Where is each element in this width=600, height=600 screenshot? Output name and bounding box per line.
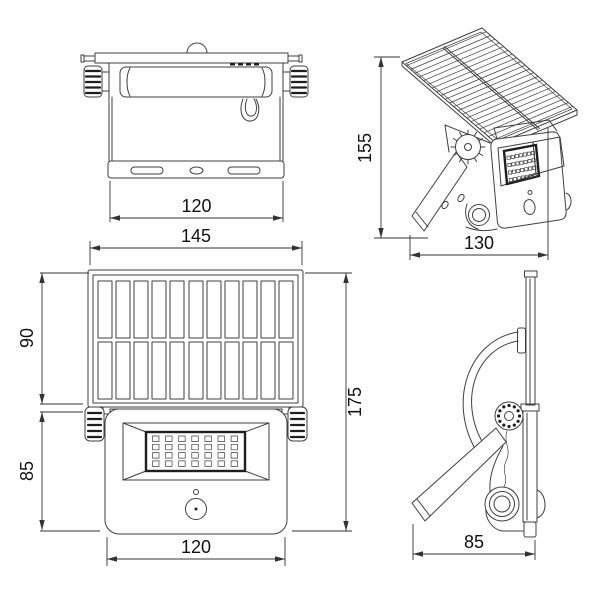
dimension-label-front-total-height: 175 bbox=[345, 387, 365, 417]
led-reflector bbox=[122, 422, 270, 481]
perspective-view: 155 130 bbox=[355, 27, 578, 260]
dimension-label-front-body-width: 120 bbox=[181, 537, 211, 557]
pivot-boss bbox=[484, 486, 520, 522]
mount-slot-right bbox=[227, 166, 261, 175]
panel-thickness bbox=[401, 61, 578, 150]
panel-mid-divider bbox=[442, 46, 540, 131]
right-adjustment-knob bbox=[287, 406, 308, 442]
dimension-label-front-panel-width: 145 bbox=[181, 226, 211, 246]
dimension-label-side-depth: 85 bbox=[464, 532, 484, 552]
dimension-perspective-depth: 130 bbox=[409, 128, 549, 260]
left-adjustment-knob bbox=[84, 406, 105, 442]
bracket-slot bbox=[457, 193, 465, 203]
dimension-label-top-bracket-width: 120 bbox=[181, 196, 211, 216]
solar-cells-top-row bbox=[97, 280, 294, 339]
solar-cells-bottom-row bbox=[97, 341, 294, 400]
led-panel-frame bbox=[144, 430, 247, 473]
dimension-label-front-body-height: 85 bbox=[17, 461, 37, 481]
led-chips bbox=[506, 150, 538, 182]
dimension-label-perspective-depth: 130 bbox=[464, 233, 494, 253]
cable bbox=[503, 430, 509, 488]
mounting-arm bbox=[411, 427, 507, 522]
bracket-slot bbox=[441, 200, 449, 210]
indicator-dot bbox=[527, 190, 533, 195]
dimension-top-bracket-width: 120 bbox=[109, 181, 284, 222]
lamp-body-edge bbox=[522, 410, 546, 538]
led-array bbox=[497, 136, 565, 187]
dimension-front-panel-height: 90 bbox=[17, 272, 89, 405]
mounting-bracket bbox=[411, 151, 498, 232]
lamp-body bbox=[104, 408, 288, 535]
adjustment-knob bbox=[450, 129, 486, 165]
knob-teeth bbox=[450, 129, 486, 165]
dimension-front-body-height: 85 bbox=[17, 411, 100, 532]
indicator-dot bbox=[193, 489, 199, 495]
sensor-dome bbox=[536, 489, 546, 519]
dimension-label-front-panel-height: 90 bbox=[17, 328, 37, 348]
dimension-front-total-height: 175 bbox=[292, 272, 365, 532]
hinge-bump bbox=[186, 42, 208, 54]
solar-panel bbox=[401, 27, 578, 150]
dimension-side-depth: 85 bbox=[412, 524, 536, 560]
mount-slot-left bbox=[130, 166, 164, 175]
dimension-front-panel-width: 145 bbox=[89, 226, 303, 265]
side-view: 85 bbox=[411, 270, 546, 560]
adjustment-knob bbox=[494, 401, 524, 431]
solar-panel-edge bbox=[80, 42, 303, 64]
dimension-front-body-width: 120 bbox=[106, 537, 286, 566]
arc-bracket bbox=[462, 327, 526, 453]
mount-hole-center bbox=[189, 166, 204, 175]
dimension-label-perspective-height: 155 bbox=[355, 133, 375, 163]
vent-marks bbox=[230, 63, 259, 66]
pivot-boss bbox=[468, 204, 490, 226]
dimension-perspective-height: 155 bbox=[355, 56, 428, 239]
pir-sensor bbox=[185, 498, 207, 520]
mounting-plate bbox=[107, 160, 285, 179]
lamp-housing-top bbox=[108, 62, 284, 162]
led-chips bbox=[152, 435, 238, 467]
right-adjustment-knob bbox=[282, 65, 309, 98]
hanging-loop bbox=[240, 98, 260, 122]
left-adjustment-knob bbox=[83, 65, 110, 98]
solar-panel bbox=[87, 269, 304, 408]
sensor-dome-edge bbox=[565, 192, 572, 211]
top-view: 120 bbox=[80, 42, 309, 222]
solar-panel-edge bbox=[524, 270, 538, 406]
pir-sensor bbox=[523, 199, 536, 215]
front-view: 145 90 85 175 120 bbox=[17, 226, 365, 566]
